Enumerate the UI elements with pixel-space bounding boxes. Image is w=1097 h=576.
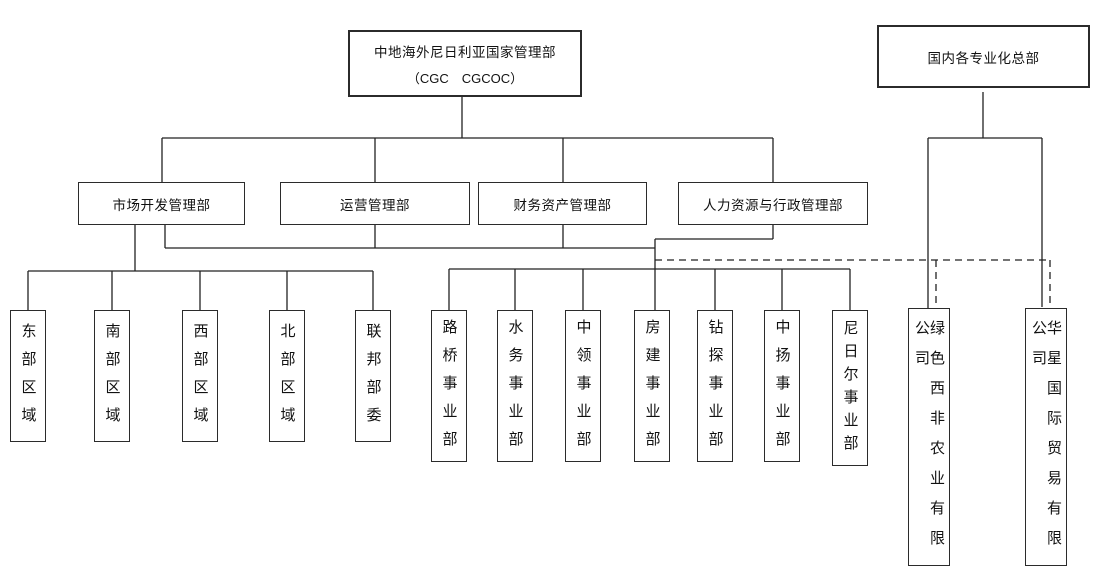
region-label: 东部区域: [19, 323, 37, 435]
unit-box-housing-construction: 房建事业部: [634, 310, 670, 462]
region-label: 南部区域: [103, 323, 121, 435]
unit-label: 尼日尔事业部: [841, 320, 859, 458]
unit-box-road-bridge: 路桥事业部: [431, 310, 467, 462]
solid-connectors: [27, 92, 1043, 310]
dept-label: 运营管理部: [340, 197, 410, 213]
domestic-hq-label: 国内各专业化总部: [927, 50, 1040, 66]
region-label: 联邦部委: [364, 323, 382, 435]
unit-label: 中领事业部: [574, 319, 592, 459]
region-box-west: 西部区域: [182, 310, 218, 442]
company-label: 绿色西非农业有限公司: [913, 320, 945, 560]
region-box-north: 北部区域: [269, 310, 305, 442]
region-label: 西部区域: [191, 323, 209, 435]
unit-box-water: 水务事业部: [497, 310, 533, 462]
region-label: 北部区域: [278, 323, 296, 435]
unit-box-zhongling: 中领事业部: [565, 310, 601, 462]
dept-box-operations: 运营管理部: [280, 182, 470, 225]
company-label: 华星国际贸易有限公司: [1030, 320, 1062, 560]
unit-box-niger: 尼日尔事业部: [832, 310, 868, 466]
dept-label: 市场开发管理部: [112, 197, 211, 213]
region-box-south: 南部区域: [94, 310, 130, 442]
unit-label: 钻探事业部: [706, 319, 724, 459]
dept-label: 人力资源与行政管理部: [703, 197, 843, 213]
company-box-green-west-africa-agriculture: 绿色西非农业有限公司: [908, 308, 950, 566]
org-root-subtitle: （CGC CGCOC）: [406, 70, 524, 86]
unit-label: 中扬事业部: [773, 319, 791, 459]
dept-box-hr-admin: 人力资源与行政管理部: [678, 182, 868, 225]
dept-label: 财务资产管理部: [513, 197, 612, 213]
dept-box-finance-assets: 财务资产管理部: [478, 182, 647, 225]
dept-box-market-development: 市场开发管理部: [78, 182, 245, 225]
region-box-east: 东部区域: [10, 310, 46, 442]
org-root-title: 中地海外尼日利亚国家管理部: [374, 44, 556, 60]
unit-box-zhongyang: 中扬事业部: [764, 310, 800, 462]
domestic-hq-box: 国内各专业化总部: [877, 25, 1090, 88]
unit-box-drilling: 钻探事业部: [697, 310, 733, 462]
unit-label: 水务事业部: [506, 319, 524, 459]
org-root-box: 中地海外尼日利亚国家管理部 （CGC CGCOC）: [348, 30, 582, 97]
region-box-federal-ministries: 联邦部委: [355, 310, 391, 442]
dashed-connectors: [655, 259, 1051, 309]
unit-label: 路桥事业部: [440, 319, 458, 459]
company-box-huaxing-international-trade: 华星国际贸易有限公司: [1025, 308, 1067, 566]
unit-label: 房建事业部: [643, 319, 661, 459]
